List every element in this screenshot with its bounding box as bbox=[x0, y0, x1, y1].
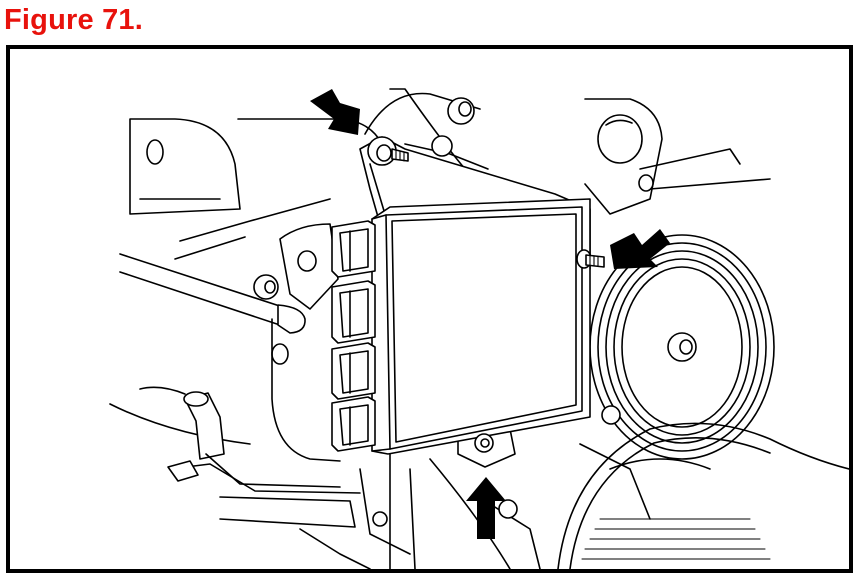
engine-right-pulley-large bbox=[589, 234, 775, 460]
engine-left-body bbox=[109, 223, 341, 462]
ecu-connector-1 bbox=[331, 220, 376, 278]
arrow-right-icon bbox=[610, 229, 670, 269]
engine-right-upper bbox=[584, 98, 771, 215]
ecu-connector-2 bbox=[331, 280, 376, 344]
engine-right-pulley-lower bbox=[557, 405, 849, 569]
engine-ecu-illustration bbox=[109, 88, 849, 569]
arrow-top-left-icon bbox=[310, 89, 360, 135]
engine-left-rod bbox=[119, 253, 306, 334]
engine-bottom-center bbox=[359, 448, 541, 569]
engine-left-pipe bbox=[167, 391, 371, 569]
bolt-right bbox=[576, 249, 605, 269]
ecu-connector-3 bbox=[331, 342, 376, 400]
bolt-bottom bbox=[474, 433, 494, 453]
ecu-connector-4 bbox=[331, 396, 376, 452]
figure-title: Figure 71. bbox=[4, 4, 143, 36]
engine-top-center bbox=[364, 88, 489, 170]
arrow-bottom-icon bbox=[466, 477, 506, 539]
bolt-icon bbox=[367, 136, 409, 166]
diagram-frame bbox=[6, 45, 853, 573]
ecu-module bbox=[371, 198, 591, 455]
